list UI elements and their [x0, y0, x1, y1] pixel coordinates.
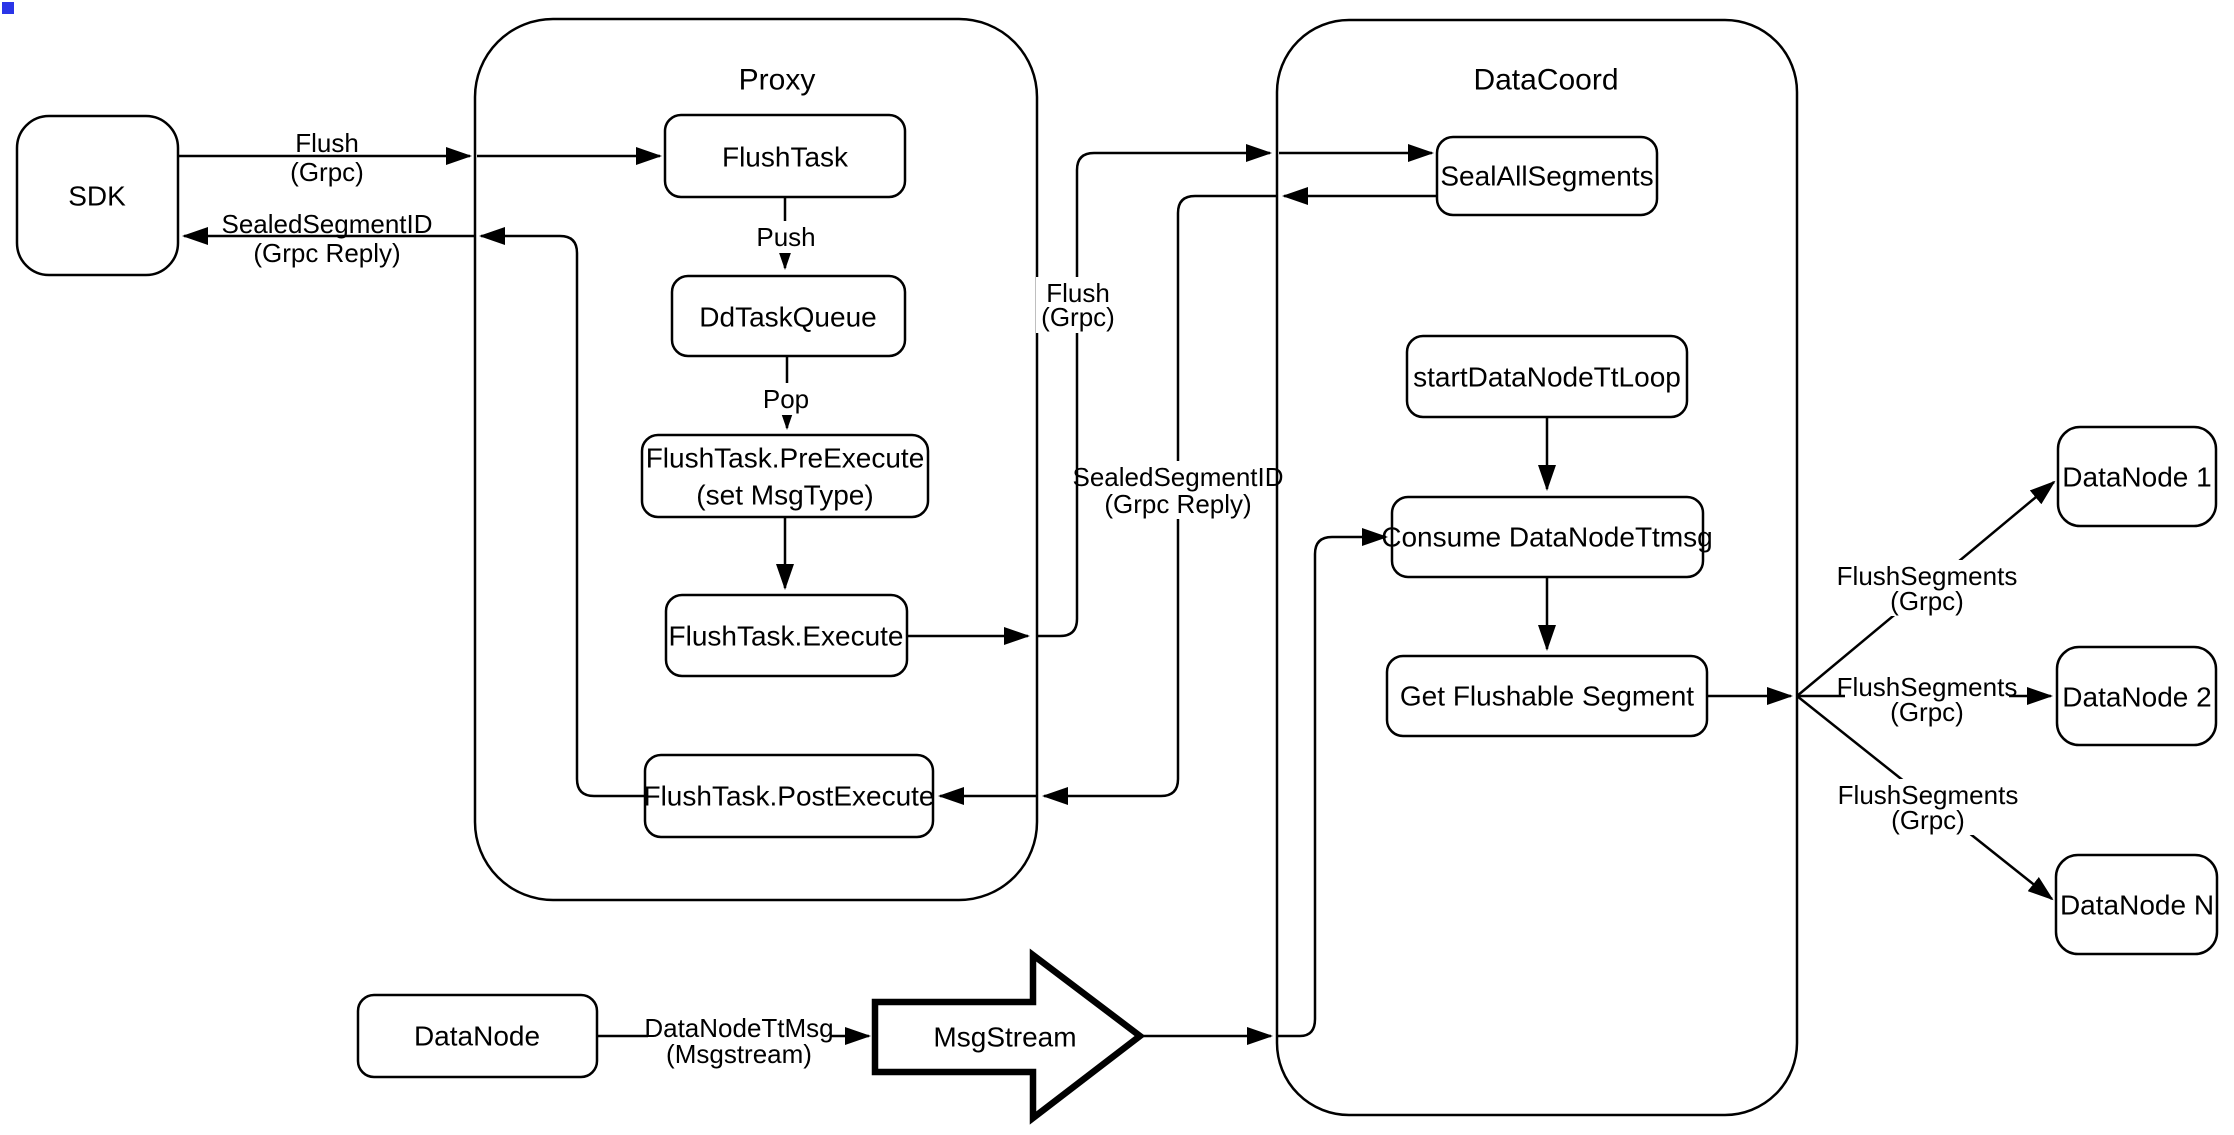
proxy-container	[473, 17, 1039, 902]
datanode2-label: DataNode 2	[2062, 682, 2211, 713]
ddtaskqueue-box	[670, 274, 907, 358]
flushtask-box	[663, 113, 907, 199]
node-msgstream: MsgStream	[871, 948, 1146, 1125]
flush-grpc-label-mid-line1: Flush	[1046, 278, 1110, 308]
flushsegments3-label-line1: FlushSegments	[1838, 780, 2019, 810]
edge-msgstream-to-consume	[1277, 528, 1388, 1038]
flushsegments2-label-line1: FlushSegments	[1837, 672, 2018, 702]
datanode1-box	[2056, 425, 2218, 528]
flush-grpc-label-mid-line2: (Grpc)	[1041, 302, 1115, 332]
datacoord-container	[1275, 18, 1799, 1117]
corner-artifact	[2, 2, 14, 14]
node-flushtask: FlushTask	[663, 113, 907, 199]
preexecute-box	[640, 433, 930, 519]
node-execute: FlushTask.Execute	[664, 593, 909, 678]
postexecute-label: FlushTask.PostExecute	[643, 781, 934, 812]
postexecute-box	[643, 753, 935, 839]
node-getflushablesegment: Get Flushable Segment	[1385, 654, 1709, 738]
push-label-bg	[760, 221, 812, 253]
sealallsegments-box	[1435, 135, 1659, 217]
getflushablesegment-box	[1385, 654, 1709, 738]
datanode1-label: DataNode 1	[2062, 462, 2211, 493]
node-sealallsegments: SealAllSegments	[1435, 135, 1659, 217]
flushsegments1-label-line1: FlushSegments	[1837, 561, 2018, 591]
flushsegments3-label-bg	[1846, 779, 2010, 835]
flushsegments1-label-bg	[1845, 560, 2009, 616]
startdatanodettloop-box	[1405, 334, 1689, 419]
ddtaskqueue-label: DdTaskQueue	[699, 302, 876, 333]
sealedsegmentid-label-mid-line1: SealedSegmentID	[1072, 462, 1283, 492]
node-preexecute: FlushTask.PreExecute (set MsgType)	[640, 433, 930, 519]
flushtask-label: FlushTask	[722, 142, 849, 173]
flush-grpc-label-sdk-line2: (Grpc)	[290, 157, 364, 187]
datanoden-label: DataNode N	[2060, 890, 2214, 921]
datanode-box	[356, 993, 599, 1079]
edge-postexecute-to-proxy-edge	[479, 227, 645, 798]
sealallsegments-label: SealAllSegments	[1440, 161, 1653, 192]
flushsegments1-label-line2: (Grpc)	[1890, 586, 1964, 616]
execute-label: FlushTask.Execute	[669, 621, 904, 652]
flush-grpc-label-sdk-line1: Flush	[295, 128, 359, 158]
msgstream-arrow-shape	[871, 948, 1146, 1125]
pop-label: Pop	[763, 384, 809, 414]
push-label: Push	[756, 222, 815, 252]
node-datanode1: DataNode 1	[2056, 425, 2218, 528]
preexecute-label-line2: (set MsgType)	[696, 480, 873, 511]
datanodettmsg-label-bg	[648, 1012, 830, 1064]
flush-mid-label-bg	[1036, 277, 1120, 333]
pop-label-bg	[762, 383, 810, 415]
consumedatanodettmsg-box	[1390, 495, 1705, 579]
node-datanode: DataNode	[356, 993, 599, 1079]
datanoden-box	[2054, 853, 2219, 956]
datanode2-box	[2055, 645, 2218, 747]
consumedatanodettmsg-label: Consume DataNodeTtmsg	[1381, 522, 1712, 553]
node-ddtaskqueue: DdTaskQueue	[670, 274, 907, 358]
preexecute-label-line1: FlushTask.PreExecute	[646, 443, 925, 474]
msgstream-label: MsgStream	[933, 1022, 1076, 1053]
node-sdk: SDK	[15, 114, 180, 277]
datanodettmsg-label-line2: (Msgstream)	[666, 1039, 812, 1069]
node-consumedatanodettmsg: Consume DataNodeTtmsg	[1381, 495, 1713, 579]
datacoord-title: DataCoord	[1473, 64, 1618, 97]
flushsegments3-label-line2: (Grpc)	[1891, 805, 1965, 835]
sealedsegmentid-label-mid-line2: (Grpc Reply)	[1104, 489, 1251, 519]
datanodettmsg-label-line1: DataNodeTtMsg	[644, 1013, 833, 1043]
edge-flush-grpc-riser	[1037, 144, 1272, 638]
sdk-label: SDK	[68, 181, 126, 212]
flushsegments2-label-line2: (Grpc)	[1890, 697, 1964, 727]
flushsegments2-label-bg	[1845, 671, 2009, 727]
datanode-label: DataNode	[414, 1021, 540, 1052]
startdatanodettloop-label: startDataNodeTtLoop	[1413, 362, 1681, 393]
sealedsegmentid-label-sdk-line2: (Grpc Reply)	[253, 238, 400, 268]
sealed-mid-label-bg	[1084, 461, 1272, 519]
node-datanoden: DataNode N	[2054, 853, 2219, 956]
node-postexecute: FlushTask.PostExecute	[643, 753, 935, 839]
node-datanode2: DataNode 2	[2055, 645, 2218, 747]
sdk-box	[15, 114, 180, 277]
sealedsegmentid-label-sdk-line1: SealedSegmentID	[221, 209, 432, 239]
proxy-title: Proxy	[739, 64, 816, 97]
execute-box	[664, 593, 909, 678]
node-startdatanodettloop: startDataNodeTtLoop	[1405, 334, 1689, 419]
getflushablesegment-label: Get Flushable Segment	[1400, 681, 1694, 712]
